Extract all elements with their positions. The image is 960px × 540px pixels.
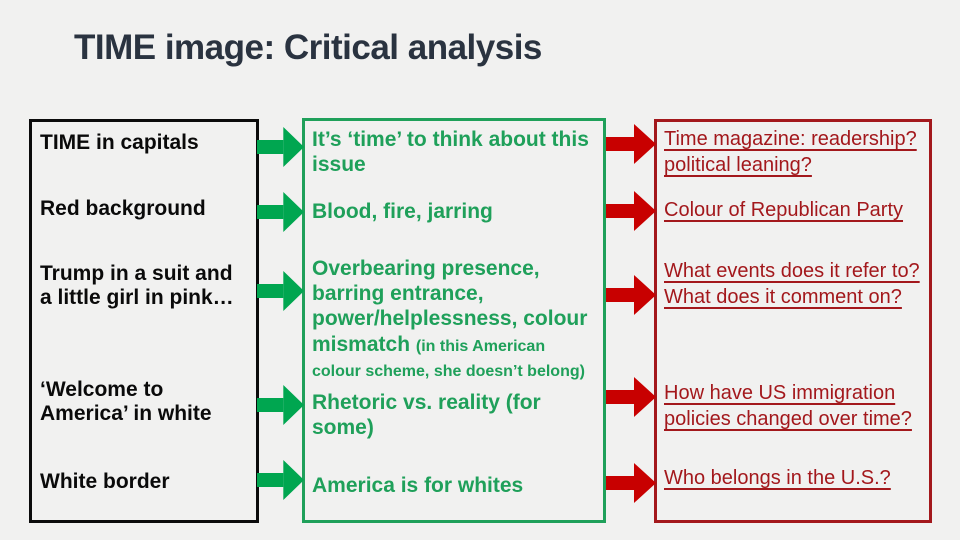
question-immigration-policies: How have US immigration policies changed… <box>664 382 912 430</box>
observations-box <box>29 119 259 523</box>
green-arrow-icon <box>257 460 304 500</box>
question-what-events: What events does it refer to? What does … <box>664 260 920 308</box>
green-arrow-icon <box>257 271 304 311</box>
connotation-overbearing-main: Overbearing presence, barring entrance, … <box>312 257 588 356</box>
observation-welcome-to-america: ‘Welcome to America’ in white <box>40 378 212 426</box>
slide-title: TIME image: Critical analysis <box>74 28 542 67</box>
green-arrow-icon <box>257 192 304 232</box>
connotation-america-for-whites: America is for whites <box>312 474 524 497</box>
observation-time-in-capitals: TIME in capitals <box>40 131 199 154</box>
observation-white-border: White border <box>40 470 170 493</box>
red-arrow-icon <box>606 275 656 315</box>
connotations-box <box>302 118 606 523</box>
connotation-time-to-think: It’s ‘time’ to think about this issue <box>312 128 589 177</box>
connotation-blood-fire: Blood, fire, jarring <box>312 200 493 223</box>
connotation-rhetoric-vs-reality: Rhetoric vs. reality (for some) <box>312 391 541 440</box>
red-arrow-icon <box>606 463 656 503</box>
observation-trump-and-girl: Trump in a suit and a little girl in pin… <box>40 262 234 310</box>
green-arrow-icon <box>257 127 304 167</box>
red-arrow-icon <box>606 377 656 417</box>
red-arrow-icon <box>606 124 656 164</box>
question-readership: Time magazine: readership? political lea… <box>664 128 917 176</box>
question-who-belongs: Who belongs in the U.S.? <box>664 467 891 489</box>
red-arrow-icon <box>606 191 656 231</box>
observation-red-background: Red background <box>40 197 206 220</box>
connotation-overbearing-note: (in this American colour scheme, she doe… <box>312 337 585 380</box>
question-republican-colour: Colour of Republican Party <box>664 199 904 221</box>
questions-box <box>654 119 932 523</box>
green-arrow-icon <box>257 385 304 425</box>
connotation-overbearing-presence: Overbearing presence, barring entrance, … <box>312 256 596 382</box>
